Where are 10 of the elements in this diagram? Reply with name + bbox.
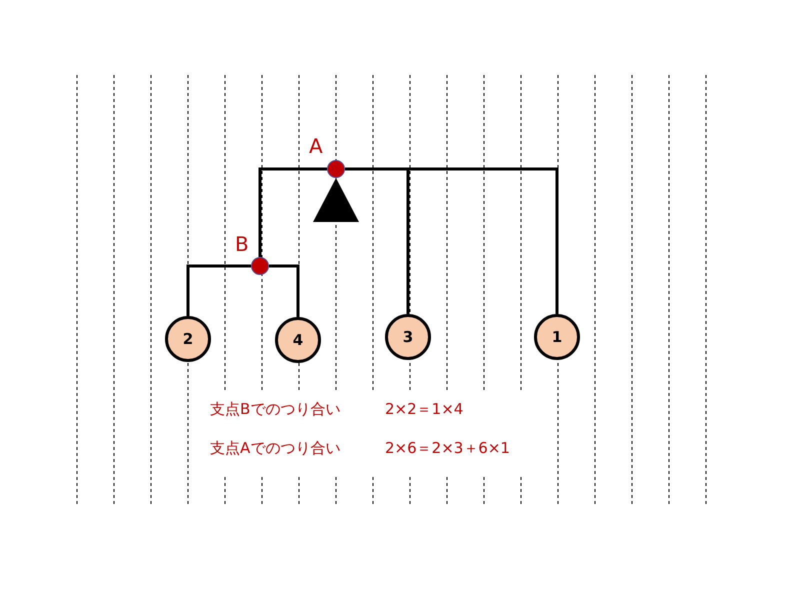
pivot-label: A (309, 136, 323, 156)
hanging-string (269, 264, 300, 317)
equilibrium-caption: 支点Bでのつり合い (210, 402, 340, 417)
hanging-string (258, 168, 327, 257)
pivot-label: B (235, 234, 249, 254)
moment-equation: 2×2＝1×4 (385, 402, 464, 417)
moment-equation: 2×6＝2×3＋6×1 (385, 441, 510, 456)
equilibrium-caption: 支点Aでのつり合い (210, 441, 340, 456)
hanging-string (345, 168, 558, 314)
hanging-string (186, 264, 251, 316)
